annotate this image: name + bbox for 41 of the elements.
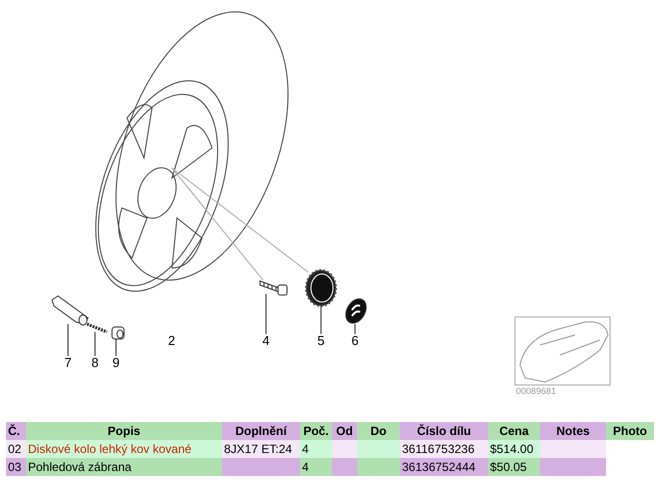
column-header: Číslo dílu <box>400 422 488 440</box>
column-header: Notes <box>540 422 606 440</box>
column-header: Doplnění <box>222 422 300 440</box>
callout-number: 5 <box>314 334 328 348</box>
table-cell: 4 <box>300 458 332 476</box>
assembly-line <box>172 168 264 280</box>
wheel-bolt-drawing <box>260 280 288 296</box>
table-cell: 4 <box>300 440 332 458</box>
drawing-code: 00089681 <box>516 386 556 396</box>
table-cell: 02 <box>6 440 26 458</box>
column-header: Photo <box>606 422 654 440</box>
valve-core-drawing <box>86 322 108 334</box>
table-cell: Pohledová zábrana <box>26 458 222 476</box>
table-cell: $50.05 <box>488 458 540 476</box>
callout-number: 4 <box>259 334 273 348</box>
column-header: Č. <box>6 422 26 440</box>
callout-number: 8 <box>88 356 102 370</box>
callout-number: 2 <box>168 333 176 348</box>
callout-number: 6 <box>348 334 362 348</box>
leader-line <box>320 306 322 334</box>
table-cell: 36136752444 <box>400 458 488 476</box>
column-header: Popis <box>26 422 222 440</box>
column-header: Poč. <box>300 422 332 440</box>
column-header: Cena <box>488 422 540 440</box>
table-cell: Diskové kolo lehký kov kované <box>26 440 222 458</box>
leader-line <box>354 324 356 334</box>
leader-line <box>94 332 96 356</box>
center-cap-drawing <box>305 269 337 307</box>
callout-number: 7 <box>61 356 75 370</box>
valve-cap-drawing <box>112 326 124 340</box>
valve-stem-drawing <box>51 295 89 326</box>
table-cell: 03 <box>6 458 26 476</box>
cap-insert-drawing <box>345 298 367 324</box>
assembly-line <box>172 168 308 272</box>
table-cell: $514.00 <box>488 440 540 458</box>
callout-number: 9 <box>109 356 123 370</box>
column-header: Do <box>357 422 400 440</box>
column-header: Od <box>332 422 357 440</box>
table-cell: 36116753236 <box>400 440 488 458</box>
wheel-drawing <box>95 12 288 292</box>
table-cell: 8JX17 ET:24 <box>222 440 300 458</box>
